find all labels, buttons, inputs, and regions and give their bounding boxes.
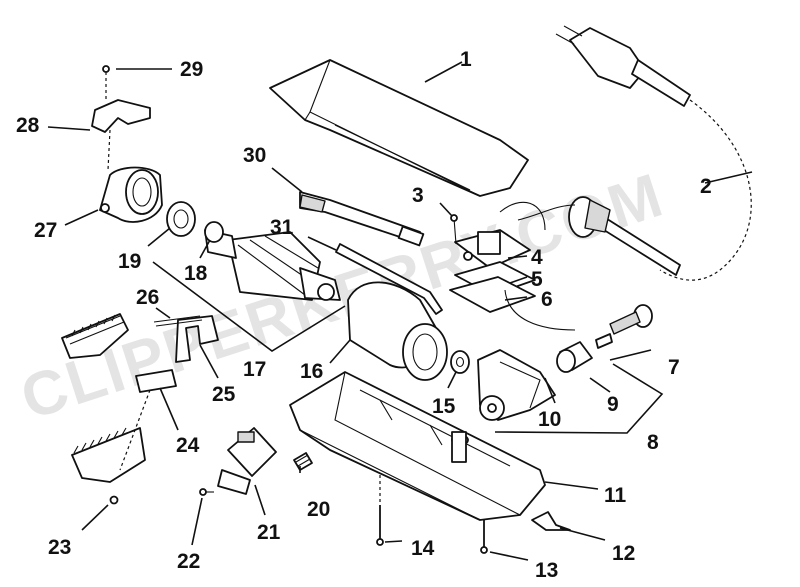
leader-lines <box>47 61 753 561</box>
part-22-screw <box>199 488 214 496</box>
label-15: 15 <box>432 395 456 418</box>
label-25: 25 <box>212 383 236 406</box>
part-9-knob <box>556 341 593 373</box>
part-4-switch-board <box>454 201 576 269</box>
label-8: 8 <box>647 431 659 454</box>
part-28-hinge-plate <box>91 99 151 171</box>
part-29-screw <box>102 65 110 100</box>
label-18: 18 <box>184 262 208 285</box>
part-10-switch-assembly <box>477 289 576 421</box>
label-24: 24 <box>176 434 200 457</box>
part-8-group-bracket <box>494 363 664 434</box>
label-16: 16 <box>300 360 323 383</box>
part-7-knob-set <box>595 304 653 349</box>
part-21-hinge-bracket <box>217 427 277 495</box>
label-17: 17 <box>243 358 266 381</box>
part-26-spring-wire <box>153 315 203 327</box>
label-14: 14 <box>411 537 435 560</box>
label-7: 7 <box>668 356 680 379</box>
label-29: 29 <box>180 58 203 81</box>
part-24-tension-bracket <box>119 369 177 471</box>
label-5: 5 <box>531 268 543 291</box>
callout-labels: 1 2 3 4 5 6 7 8 9 10 11 12 13 14 15 16 1… <box>16 48 712 582</box>
part-25-spring-clip <box>175 315 219 363</box>
label-13: 13 <box>535 559 558 582</box>
label-31: 31 <box>270 216 294 239</box>
label-12: 12 <box>612 542 635 565</box>
label-11: 11 <box>604 484 627 507</box>
part-31-spring-bar <box>335 243 443 315</box>
label-28: 28 <box>16 114 40 137</box>
part-14-screw <box>376 475 384 546</box>
label-9: 9 <box>607 393 619 416</box>
label-10: 10 <box>538 408 561 431</box>
part-15-bearing <box>450 350 470 374</box>
part-16-magnet-shell <box>347 281 448 381</box>
label-27: 27 <box>34 219 57 242</box>
part-6-insulator-plate <box>449 276 536 313</box>
label-3: 3 <box>412 184 424 207</box>
lower-blade <box>71 427 146 483</box>
label-21: 21 <box>257 521 281 544</box>
label-26: 26 <box>136 286 159 309</box>
label-6: 6 <box>541 288 553 311</box>
label-19: 19 <box>118 250 141 273</box>
part-2-power-cord <box>555 25 752 281</box>
part-19-ring-bearing <box>166 201 196 237</box>
label-2: 2 <box>700 175 712 198</box>
label-1: 1 <box>460 48 472 71</box>
part-27-front-housing <box>99 166 163 223</box>
part-23-screw <box>109 495 119 505</box>
part-11-lower-housing <box>289 371 546 521</box>
part-30-brush <box>299 191 425 247</box>
label-23: 23 <box>48 536 71 559</box>
part-20-spring <box>293 452 313 471</box>
part-12-spring-clip <box>531 511 571 531</box>
label-22: 22 <box>177 550 200 573</box>
part-3-screw <box>450 214 458 245</box>
label-20: 20 <box>307 498 330 521</box>
part-13-screw <box>480 520 488 554</box>
label-4: 4 <box>531 246 543 269</box>
part-1-housing-cover <box>269 59 529 197</box>
upper-blade <box>61 313 129 359</box>
part-18-spacer <box>204 221 224 243</box>
label-30: 30 <box>243 144 266 167</box>
